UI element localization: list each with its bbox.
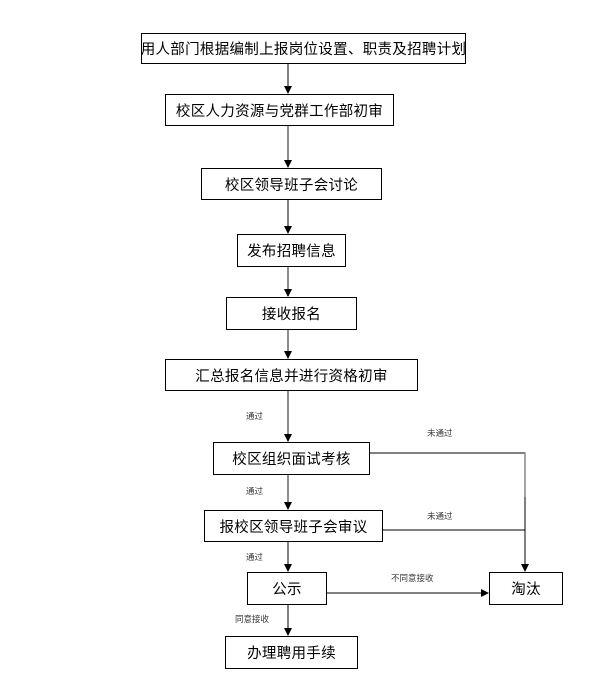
step-text: 淘汰 (511, 582, 541, 598)
edge-label-fail: 未通过 (427, 429, 453, 439)
step-text: 发布招聘信息 (247, 244, 336, 260)
step-box-2: 校区人力资源与党群工作部初审 (165, 94, 394, 126)
step-box-3: 校区领导班子会讨论 (201, 168, 382, 200)
step-box-8: 报校区领导班子会审议 (204, 510, 383, 542)
step-text: 校区人力资源与党群工作部初审 (175, 103, 384, 120)
edge-label-disagree: 不同意接收 (391, 574, 434, 584)
edge-label-pass: 通过 (246, 412, 264, 422)
step-box-7: 校区组织面试考核 (213, 442, 370, 475)
step-text: 报校区领导班子会审议 (219, 519, 368, 536)
edge-label-pass: 通过 (246, 553, 264, 563)
step-text: 校区组织面试考核 (232, 452, 351, 468)
step-text: 办理聘用手续 (247, 646, 336, 662)
edge-label-fail: 未通过 (427, 512, 453, 522)
step-box-11: 办理聘用手续 (225, 636, 358, 669)
step-box-10: 淘汰 (489, 572, 563, 605)
step-text: 用人部门根据编制上报岗位设置、职责及招聘计划 (140, 42, 467, 58)
step-box-1: 用人部门根据编制上报岗位设置、职责及招聘计划 (141, 33, 466, 64)
step-text: 校区领导班子会讨论 (224, 177, 359, 194)
step-text: 汇总报名信息并进行资格初审 (195, 368, 388, 385)
step-text: 接收报名 (261, 307, 322, 323)
arrow-s7-s10 (369, 452, 526, 500)
edge-label-agree: 同意接收 (235, 615, 270, 625)
step-box-9: 公示 (247, 572, 327, 605)
edge-label-pass: 通过 (246, 487, 264, 497)
step-box-4: 发布招聘信息 (237, 234, 346, 267)
step-box-5: 接收报名 (226, 297, 357, 330)
step-box-6: 汇总报名信息并进行资格初审 (165, 359, 418, 391)
step-text: 公示 (272, 582, 302, 598)
